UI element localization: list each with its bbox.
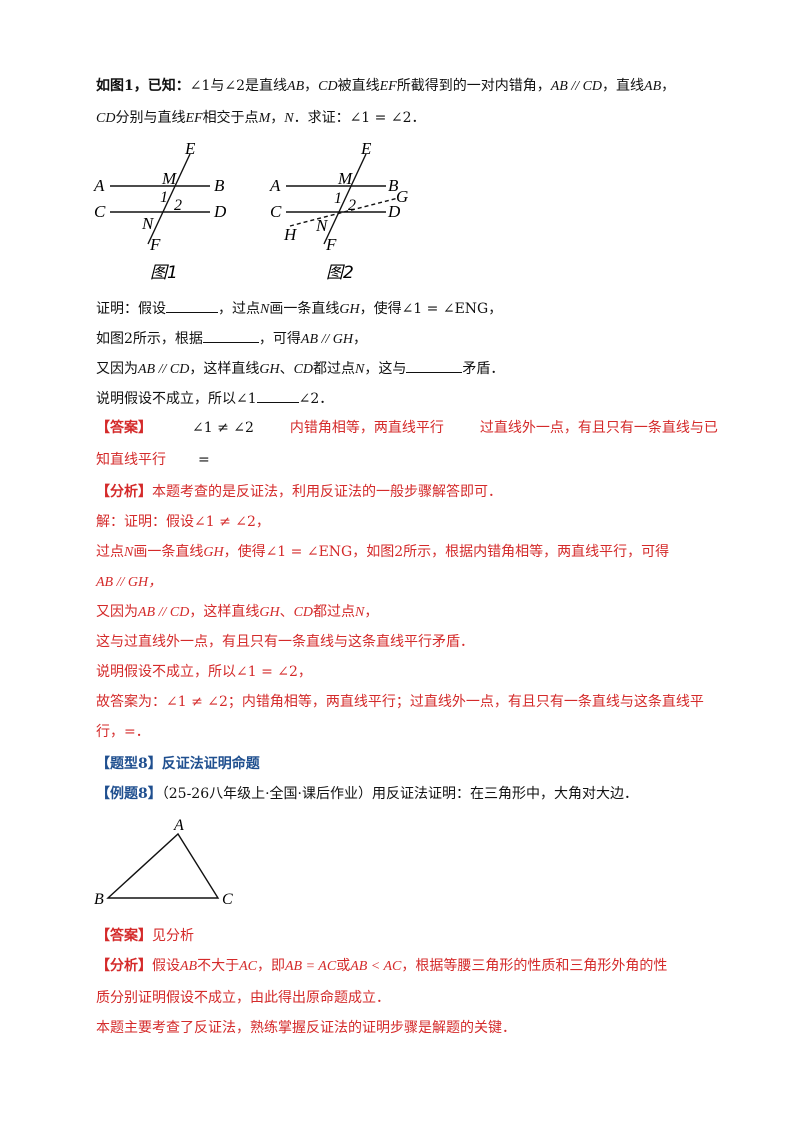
example-8-text: 用反证法证明：在三角形中，大角对大边． <box>372 786 639 802</box>
label-b: B <box>94 891 104 908</box>
example-8-tag: 【例题8】 <box>96 786 162 802</box>
answer-8-tag: 【答案】 <box>96 928 152 944</box>
example-8-line: 【例题8】（25-26八年级上·全国·课后作业）用反证法证明：在三角形中，大角对… <box>96 784 638 804</box>
label-d: D <box>213 202 227 221</box>
problem-line-2: CD分别与直线EF相交于点M，N．求证：∠1 = ∠2． <box>96 110 426 126</box>
proof-line-4: 说明假设不成立，所以∠1∠2． <box>96 388 333 409</box>
answer-value-1: ∠1 ≠ ∠2 <box>192 420 254 436</box>
label-c: C <box>222 891 233 908</box>
section-title: 【题型8】反证法证明命题 <box>96 756 260 772</box>
answer-8-text: 见分析 <box>152 928 194 944</box>
figure-1: E A M B 1 2 C D N F 图1 <box>93 140 227 283</box>
analysis-line-3: 过点N画一条直线GH，使得∠1 = ∠ENG，如图2所示，根据内错角相等，两直线… <box>96 544 670 560</box>
answer-line-1: 【答案】 ∠1 ≠ ∠2 内错角相等，两直线平行 过直线外一点，有且只有一条直线与已 <box>96 418 718 438</box>
analysis-8-line-1: 【分析】假设AB不大于AC，即AB = AC或AB < AC，根据等腰三角形的性… <box>96 958 668 974</box>
answer-8-line: 【答案】见分析 <box>96 926 194 946</box>
analysis-tag: 【分析】 <box>96 484 152 500</box>
label-g: G <box>396 187 408 206</box>
example-8-source: （25-26八年级上·全国·课后作业） <box>161 786 373 802</box>
analysis-line-5: 又因为AB // CD，这样直线GH、CD都过点N， <box>96 604 379 620</box>
label-c: C <box>94 202 106 221</box>
triangle-abc <box>106 832 220 899</box>
proof-line-3: 又因为AB // CD，这样直线GH、CD都过点N，这与矛盾． <box>96 358 504 380</box>
figure-2-caption: 图2 <box>326 263 354 283</box>
label-one: 1 <box>160 189 168 206</box>
blank-4 <box>256 388 299 403</box>
label-n: N <box>141 214 155 233</box>
triangle-figure: A B C <box>94 817 233 908</box>
label-a: A <box>173 817 184 834</box>
line-ef <box>147 153 191 245</box>
label-a: A <box>269 176 281 195</box>
analysis-line-7: 说明假设不成立，所以∠1 = ∠2， <box>96 664 312 680</box>
analysis-line-9: 行，=． <box>96 724 150 740</box>
line-ef <box>323 153 367 245</box>
label-e: E <box>184 140 196 158</box>
answer-value-3: 过直线外一点，有且只有一条直线与已 <box>479 420 718 436</box>
analysis-line-4: AB // GH， <box>96 575 163 590</box>
label-m: M <box>337 169 353 188</box>
answer-line-2: 知直线平行= <box>96 452 210 468</box>
line-gh <box>289 197 399 227</box>
label-h: H <box>283 225 298 244</box>
figure-1-caption: 图1 <box>150 263 178 283</box>
answer-tag: 【答案】 <box>96 420 152 436</box>
proof-line-1: 证明：假设，过点N画一条直线GH，使得∠1 = ∠ENG， <box>96 298 502 320</box>
label-c: C <box>270 202 282 221</box>
problem-intro: 如图1，已知： <box>96 78 190 94</box>
analysis-line-6: 这与过直线外一点，有且只有一条直线与这条直线平行矛盾． <box>96 634 474 650</box>
analysis-line-8: 故答案为：∠1 ≠ ∠2；内错角相等，两直线平行；过直线外一点，有且只有一条直线… <box>96 694 704 710</box>
analysis-line-2: 解：证明：假设∠1 ≠ ∠2， <box>96 514 270 530</box>
figure-2: E A M B G 1 2 C D H N F 图2 <box>269 140 408 283</box>
problem-line-1: 如图1，已知：∠1与∠2是直线AB，CD被直线EF所截得到的一对内错角，AB /… <box>96 78 676 94</box>
blank-1 <box>166 298 218 313</box>
label-n: N <box>315 216 329 235</box>
answer-value-4: = <box>198 452 210 468</box>
label-b: B <box>214 176 225 195</box>
label-a: A <box>93 176 105 195</box>
label-one: 1 <box>334 190 342 207</box>
label-two: 2 <box>174 197 182 214</box>
label-b: B <box>388 176 399 195</box>
blank-3 <box>406 358 463 373</box>
label-m: M <box>161 169 177 188</box>
label-f: F <box>149 235 161 254</box>
analysis-line-1: 【分析】本题考查的是反证法，利用反证法的一般步骤解答即可． <box>96 484 502 500</box>
analysis-8-line-3: 本题主要考查了反证法，熟练掌握反证法的证明步骤是解题的关键． <box>96 1020 516 1036</box>
label-f: F <box>325 235 337 254</box>
label-e: E <box>360 140 372 158</box>
analysis-8-line-2: 质分别证明假设不成立，由此得出原命题成立． <box>96 990 390 1006</box>
proof-line-2: 如图2所示，根据，可得AB // GH， <box>96 328 367 350</box>
analysis-8-tag: 【分析】 <box>96 958 152 974</box>
answer-value-2: 内错角相等，两直线平行 <box>289 420 444 436</box>
label-d: D <box>387 202 401 221</box>
label-two: 2 <box>348 197 356 214</box>
blank-2 <box>202 328 259 343</box>
